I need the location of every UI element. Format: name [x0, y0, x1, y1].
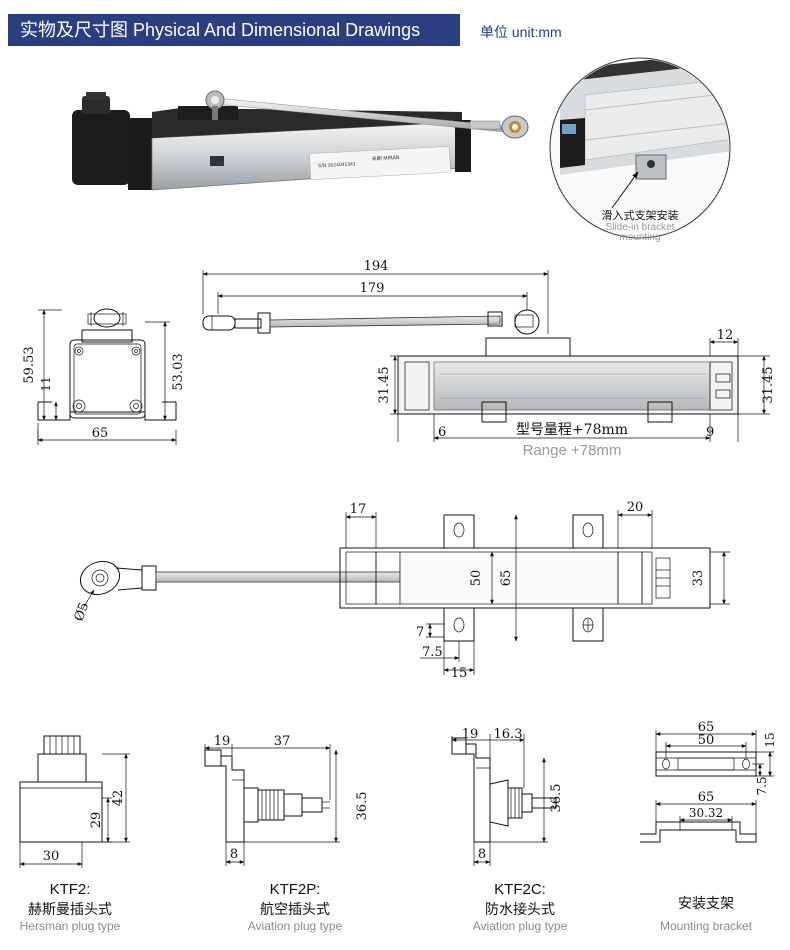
ktf2-name-cn: 赫斯曼插头式	[28, 902, 112, 918]
dim-50: 50	[469, 570, 484, 587]
end-view-drawing: 59.53 11 53.03 65	[22, 308, 186, 445]
bracket-name-en: Mounting bracket	[660, 919, 753, 933]
dim-194: 194	[364, 259, 389, 274]
dim-33: 33	[691, 570, 706, 587]
ktf2c-dim-36-5: 36.5	[549, 784, 564, 813]
ktf2-dim-42: 42	[111, 790, 126, 807]
ktf2p-name-cn: 航空插头式	[260, 902, 330, 918]
dim-20: 20	[627, 500, 644, 515]
bracket-dim-7-5: 7.5	[755, 776, 769, 795]
ktf2-dim-29: 29	[89, 812, 104, 829]
dim-31-45-left: 31.45	[377, 366, 392, 403]
dim-11: 11	[39, 376, 53, 391]
dim-65-end: 65	[92, 426, 109, 441]
dim-17: 17	[350, 502, 367, 517]
ktf2c-name-cn: 防水接头式	[485, 901, 555, 918]
bracket-dim-65b: 65	[698, 790, 715, 805]
ktf2p-dim-8: 8	[230, 847, 238, 862]
unit-label: 单位 unit:mm	[480, 24, 562, 40]
ktf2c-name-en: Aviation plug type	[473, 919, 568, 933]
range-label-cn: 型号量程+78mm	[516, 422, 628, 438]
ktf2p-code: KTF2P:	[270, 881, 321, 898]
dim-53-03: 53.03	[171, 353, 186, 390]
dim-9: 9	[706, 425, 714, 440]
variant-ktf2-drawing: 29 42 30	[19, 735, 130, 868]
range-label-en: Range +78mm	[523, 442, 622, 459]
dim-7-top: 7	[416, 625, 424, 640]
photo-brand-label: 米朗 MIRAN	[372, 154, 400, 162]
bracket-name-cn: 安装支架	[678, 896, 734, 912]
dim-6: 6	[438, 425, 446, 440]
ktf2-dim-30: 30	[43, 849, 60, 864]
dim-59-53: 59.53	[22, 346, 37, 383]
ktf2p-name-en: Aviation plug type	[248, 919, 343, 933]
product-photo: S/N 2024041341 米朗 MIRAN	[72, 90, 529, 191]
page-title-banner: 实物及尺寸图 Physical And Dimensional Drawings	[8, 14, 460, 46]
dim-7-5-top: 7.5	[422, 645, 443, 660]
top-view-drawing: 17 20 50 65 33 Ø5 7 7.5 15	[72, 500, 730, 681]
photo-serial-label: S/N 2024041341	[318, 161, 356, 169]
inset-label-en-2: mounting	[619, 232, 660, 243]
bracket-dim-50: 50	[698, 733, 715, 748]
slide-in-bracket-inset: 滑入式支架安装 Slide-in bracket mounting	[549, 57, 731, 243]
mounting-bracket-drawing: 65 50 15 7.5 65 30.32	[640, 720, 777, 843]
dim-15-top: 15	[451, 666, 468, 681]
dim-d5: Ø5	[72, 600, 93, 623]
bracket-dim-30-32: 30.32	[689, 806, 723, 820]
ktf2p-dim-36-5: 36.5	[355, 792, 370, 821]
bracket-dim-15: 15	[763, 732, 777, 747]
bracket-dim-65a: 65	[698, 720, 715, 735]
ktf2p-dim-37: 37	[274, 734, 291, 749]
ktf2c-dim-8: 8	[478, 847, 486, 862]
ktf2-code: KTF2:	[50, 881, 91, 898]
dim-179: 179	[360, 281, 385, 296]
ktf2c-dim-16-3: 16.3	[494, 727, 523, 742]
ktf2-name-en: Hersman plug type	[20, 919, 121, 933]
inset-label-cn: 滑入式支架安装	[602, 208, 679, 222]
variant-ktf2c-drawing: 19 16.3 36.5 8	[451, 727, 564, 866]
dim-65-top: 65	[499, 570, 514, 587]
dim-31-45-right: 31.45	[761, 366, 776, 403]
dim-12: 12	[717, 328, 734, 343]
variant-ktf2p-drawing: 19 37 36.5 8	[204, 734, 370, 866]
ktf2p-dim-19: 19	[214, 734, 231, 749]
inset-label-en-1: Slide-in bracket	[606, 222, 675, 233]
side-view-drawing: 194 179 12 31.45 31.45 6 9 型号量程+78mm Ran…	[202, 259, 776, 459]
ktf2c-code: KTF2C:	[494, 881, 546, 898]
ktf2c-dim-19: 19	[462, 727, 479, 742]
